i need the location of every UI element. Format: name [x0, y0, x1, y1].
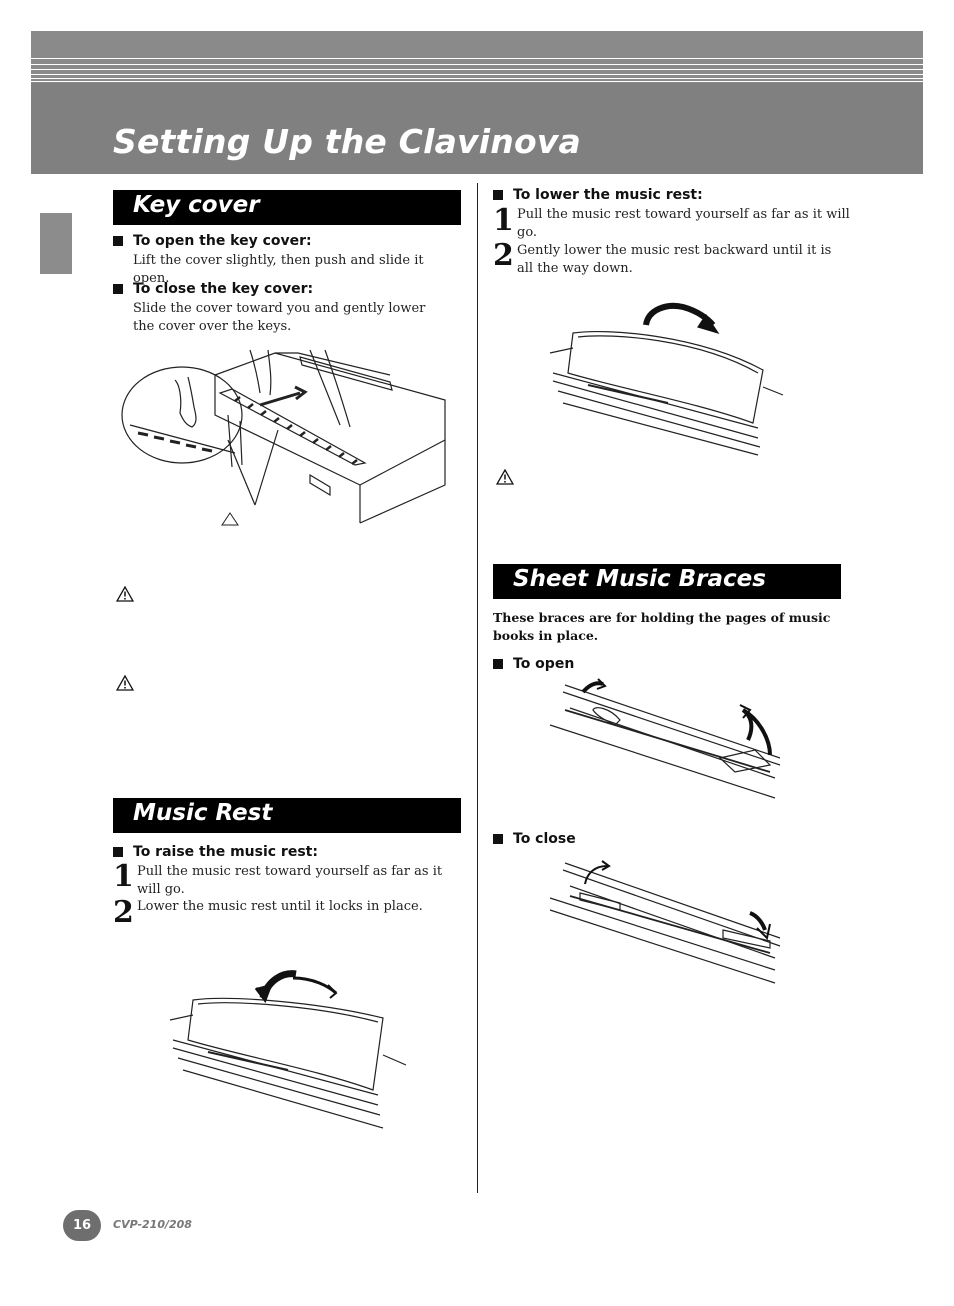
braces-open-heading: To open — [493, 656, 574, 672]
key-cover-open-text: Lift the cover slightly, then push and s… — [133, 253, 424, 286]
model-label: CVP-210/208 — [113, 1218, 192, 1231]
key-cover-illustration — [121, 349, 446, 526]
raise-step-text: Pull the music rest toward yourself as f… — [137, 864, 443, 897]
raise-step-number: 1 — [113, 859, 134, 894]
warning-icon — [116, 675, 134, 691]
page-title: Setting Up the Clavinova — [113, 122, 582, 161]
raise-step-number: 2 — [113, 895, 134, 930]
music-rest-lower-illustration — [549, 303, 784, 456]
header-stripes — [31, 31, 923, 83]
music-rest-raise-illustration — [169, 970, 407, 1129]
key-cover-close-text: Slide the cover toward you and gently lo… — [133, 301, 426, 334]
lower-step-number: 2 — [493, 238, 514, 273]
sheet-music-braces-intro: These braces are for holding the pages o… — [493, 610, 831, 643]
music-rest-raise-heading: To raise the music rest: — [113, 844, 318, 860]
sheet-music-braces-heading: Sheet Music Braces — [513, 566, 766, 592]
key-cover-heading: Key cover — [133, 192, 260, 218]
key-cover-heading-bar: Key cover — [113, 190, 461, 225]
bullet-square-icon — [493, 190, 503, 200]
sheet-music-braces-heading-bar: Sheet Music Braces — [493, 564, 841, 599]
warning-icon — [116, 586, 134, 602]
music-rest-heading-bar: Music Rest — [113, 798, 461, 833]
bullet-square-icon — [113, 284, 123, 294]
raise-step-text: Lower the music rest until it locks in p… — [137, 899, 423, 914]
bullet-square-icon — [113, 847, 123, 857]
warning-icon — [496, 469, 514, 485]
music-rest-heading: Music Rest — [133, 800, 273, 826]
key-cover-open-heading: To open the key cover: — [113, 233, 312, 249]
lower-step-number: 1 — [493, 203, 514, 238]
braces-open-illustration — [549, 678, 781, 799]
lower-step-text: Gently lower the music rest backward unt… — [517, 243, 832, 276]
bullet-square-icon — [493, 834, 503, 844]
music-rest-lower-heading: To lower the music rest: — [493, 187, 703, 203]
lower-step-text: Pull the music rest toward yourself as f… — [517, 207, 850, 240]
side-tab-marker — [40, 213, 72, 274]
braces-close-heading: To close — [493, 831, 576, 847]
bullet-square-icon — [113, 236, 123, 246]
bullet-square-icon — [493, 659, 503, 669]
column-divider — [477, 183, 478, 1193]
page-number-badge: 16 — [63, 1210, 101, 1241]
key-cover-close-heading: To close the key cover: — [113, 281, 313, 297]
header-title-bar — [31, 83, 923, 174]
braces-close-illustration — [549, 860, 781, 984]
